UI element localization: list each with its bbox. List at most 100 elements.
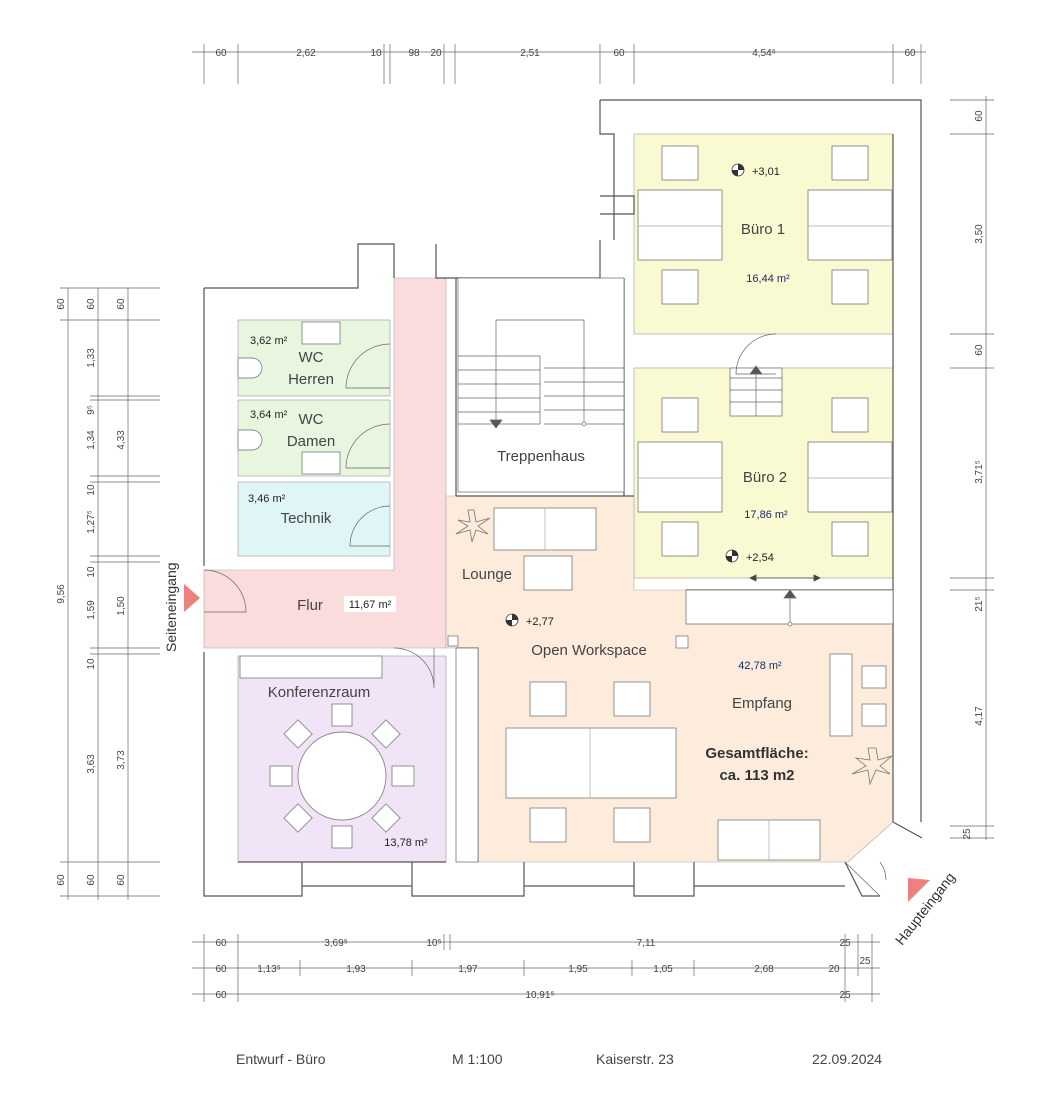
wc-herren-area: 3,62 m² bbox=[250, 335, 288, 347]
dim-bottom: 1,05 bbox=[653, 964, 673, 975]
dim-bottom: 1,13⁵ bbox=[257, 964, 281, 975]
dims-right: 60 3,50 60 3,71⁵ 21⁵ 4,17 25 bbox=[962, 110, 985, 840]
dims-bottom-3: 60 10,91⁵ 25 bbox=[215, 990, 851, 1001]
dim-right: 21⁵ bbox=[974, 596, 985, 611]
dim-top: 98 bbox=[408, 48, 420, 59]
empfang-name: Empfang bbox=[732, 695, 792, 712]
dim-top: 60 bbox=[613, 48, 625, 59]
buero2-level: +2,54 bbox=[746, 552, 774, 564]
buero1-name: Büro 1 bbox=[741, 221, 785, 238]
technik-area: 3,46 m² bbox=[248, 493, 286, 505]
plant-icon bbox=[455, 509, 491, 543]
flur-area: 11,67 m² bbox=[349, 599, 392, 611]
dim-left: 10 bbox=[86, 566, 97, 578]
dim-top: 60 bbox=[215, 48, 227, 59]
total-area-line2: ca. 113 m2 bbox=[719, 767, 794, 784]
furniture bbox=[237, 145, 893, 863]
room-labels: Büro 1 16,44 m² +3,01 Büro 2 17,86 m² +2… bbox=[248, 166, 809, 849]
dim-bottom: 1,93 bbox=[346, 964, 366, 975]
open-workspace-name: Open Workspace bbox=[531, 642, 647, 659]
dim-top: 10 bbox=[370, 48, 382, 59]
dim-left: 10 bbox=[86, 658, 97, 670]
footer: Entwurf - Büro M 1:100 Kaiserstr. 23 22.… bbox=[236, 1051, 882, 1067]
dim-bottom: 25 bbox=[859, 956, 871, 967]
dim-bottom: 25 bbox=[839, 938, 851, 949]
dim-bottom: 20 bbox=[828, 964, 840, 975]
footer-title: Entwurf - Büro bbox=[236, 1051, 326, 1067]
dims-bottom-1: 60 3,69⁵ 10⁵ 7,11 25 bbox=[215, 938, 851, 949]
wc-damen-area: 3,64 m² bbox=[250, 409, 288, 421]
main-entrance-arrow bbox=[908, 878, 930, 902]
dim-left: 1,50 bbox=[116, 596, 127, 616]
dim-bottom: 1,97 bbox=[458, 964, 478, 975]
dim-left: 4,33 bbox=[116, 430, 127, 450]
total-area-line1: Gesamtfläche: bbox=[705, 745, 808, 762]
dim-right: 4,17 bbox=[974, 706, 985, 726]
flur-name: Flur bbox=[297, 597, 323, 614]
buero2-name: Büro 2 bbox=[743, 469, 787, 486]
conference-chairs bbox=[269, 703, 415, 849]
dims-left: 9,56 60 60 60 1,33 9⁵ 1,34 10 1,27⁵ 10 1… bbox=[56, 298, 127, 886]
dim-left: 1,27⁵ bbox=[86, 510, 97, 534]
dim-top: 60 bbox=[904, 48, 916, 59]
dims-top: 60 2,62 10 98 20 2,51 60 4,54⁵ 60 bbox=[215, 48, 916, 59]
wc-damen-name2: Damen bbox=[287, 433, 335, 450]
dim-left: 1,59 bbox=[86, 600, 97, 620]
dim-bottom: 25 bbox=[839, 990, 851, 1001]
wc-herren-name1: WC bbox=[299, 349, 324, 366]
side-entrance-label: Seiteneingang bbox=[163, 562, 179, 652]
wc-herren-name2: Herren bbox=[288, 371, 334, 388]
dim-bottom: 60 bbox=[215, 938, 227, 949]
dim-bottom: 2,68 bbox=[754, 964, 774, 975]
dim-bottom: 10,91⁵ bbox=[525, 990, 554, 1001]
dim-left: 60 bbox=[86, 874, 97, 886]
footer-scale: M 1:100 bbox=[452, 1051, 503, 1067]
dim-bottom: 10⁵ bbox=[426, 938, 441, 949]
dim-top: 20 bbox=[430, 48, 442, 59]
lounge-name: Lounge bbox=[462, 566, 512, 583]
dim-left: 1,33 bbox=[86, 348, 97, 368]
plant-icon-2 bbox=[851, 747, 893, 786]
buero1-level: +3,01 bbox=[752, 166, 780, 178]
dim-left: 1,34 bbox=[86, 430, 97, 450]
dim-top: 2,51 bbox=[520, 48, 540, 59]
buero1-area: 16,44 m² bbox=[746, 273, 790, 285]
dim-left: 60 bbox=[86, 298, 97, 310]
dim-bottom: 60 bbox=[215, 990, 227, 1001]
wc-damen-name1: WC bbox=[299, 411, 324, 428]
dim-left: 9⁵ bbox=[86, 405, 97, 415]
side-entrance-arrow bbox=[184, 584, 200, 612]
technik-fill bbox=[237, 481, 391, 557]
dim-left: 60 bbox=[56, 874, 67, 886]
technik-name: Technik bbox=[281, 510, 332, 527]
dim-right: 60 bbox=[974, 344, 985, 356]
staircase bbox=[457, 277, 894, 627]
doors bbox=[203, 333, 887, 897]
dim-left: 60 bbox=[116, 298, 127, 310]
dim-bottom: 7,11 bbox=[637, 938, 656, 949]
dim-left: 60 bbox=[56, 298, 67, 310]
dims-bottom-2: 60 1,13⁵ 1,93 1,97 1,95 1,05 2,68 20 25 bbox=[215, 956, 871, 975]
open-workspace-level: +2,77 bbox=[526, 616, 554, 628]
dim-left: 10 bbox=[86, 484, 97, 496]
dim-left: 9,56 bbox=[56, 584, 67, 604]
dim-top: 2,62 bbox=[296, 48, 316, 59]
dim-left: 3,73 bbox=[116, 750, 127, 770]
dim-top: 4,54⁵ bbox=[752, 48, 776, 59]
open-workspace-area: 42,78 m² bbox=[738, 660, 782, 672]
treppenhaus-name: Treppenhaus bbox=[497, 448, 585, 465]
footer-address: Kaiserstr. 23 bbox=[596, 1051, 674, 1067]
dim-right: 25 bbox=[962, 828, 973, 840]
dim-bottom: 1,95 bbox=[568, 964, 588, 975]
dim-right: 60 bbox=[974, 110, 985, 122]
dim-left: 3,63 bbox=[86, 754, 97, 774]
konferenzraum-area: 13,78 m² bbox=[384, 837, 428, 849]
dim-left: 60 bbox=[116, 874, 127, 886]
buero2-area: 17,86 m² bbox=[744, 509, 788, 521]
dim-right: 3,50 bbox=[974, 224, 985, 244]
dim-bottom: 60 bbox=[215, 964, 227, 975]
dimension-lines bbox=[60, 44, 994, 1002]
konferenzraum-name: Konferenzraum bbox=[268, 684, 371, 701]
sliding-door-arrow bbox=[749, 574, 821, 582]
